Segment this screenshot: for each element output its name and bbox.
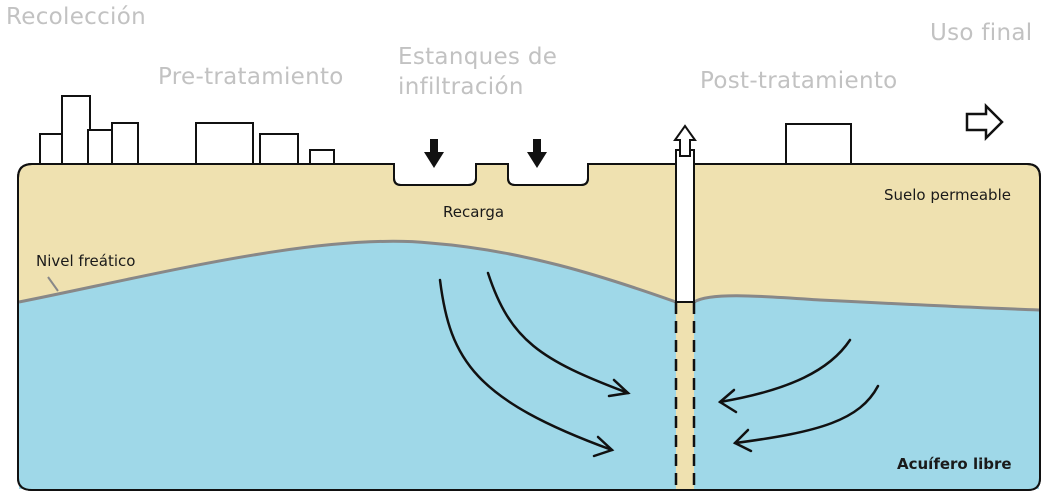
soil-outline [17, 163, 1041, 491]
flow-arrows-right [717, 338, 880, 453]
stage-label-post-tratamiento: Post-tratamiento [700, 68, 898, 94]
water-table-line [18, 239, 677, 304]
well-up-arrow-icon [673, 124, 697, 157]
posttreatment-building [785, 123, 852, 165]
recharge-label: Recarga [443, 203, 505, 221]
infiltration-arrow-left [424, 139, 444, 168]
aquifer-water-right [694, 295, 1039, 489]
aquifer-water [19, 241, 676, 489]
stage-label-estanques: Estanques de infiltración [398, 44, 558, 100]
soil-label: Suelo permeable [884, 186, 1011, 204]
extraction-well [675, 149, 695, 303]
infiltration-arrow-right [527, 139, 547, 168]
water-table-line-right [693, 294, 1040, 312]
flow-arrows-left [438, 271, 631, 458]
collection-buildings [39, 95, 139, 165]
pretreatment-buildings [195, 122, 335, 165]
stage-label-recoleccion: Recolección [6, 4, 146, 30]
stage-label-pre-tratamiento: Pre-tratamiento [158, 64, 344, 90]
water-table-pointer [47, 276, 59, 292]
final-use-arrow-icon [965, 102, 1004, 142]
water-table-label: Nivel freático [36, 252, 136, 270]
aquifer-label: Acuífero libre [897, 455, 1012, 473]
stage-label-uso-final: Uso final [930, 20, 1033, 46]
